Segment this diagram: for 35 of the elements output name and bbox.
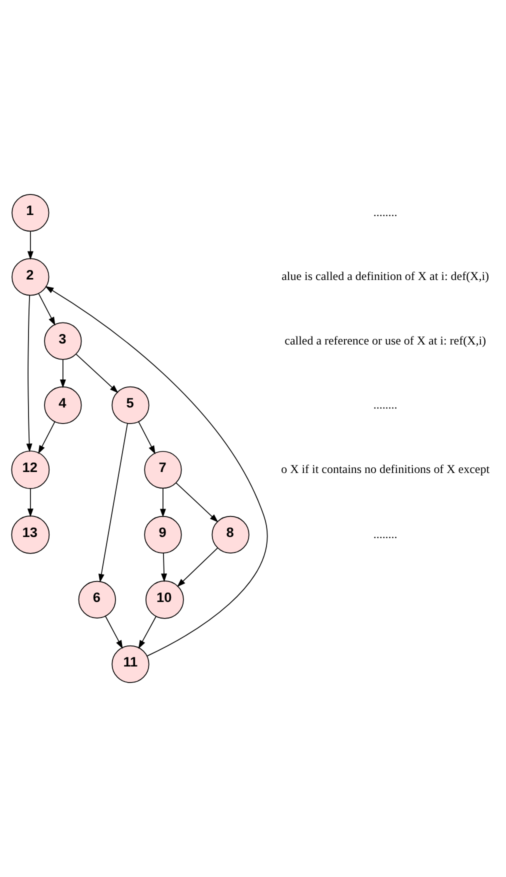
node-circle: 9 — [144, 516, 182, 554]
label: alue is called a definition of X at i: def(X,i) — [282, 269, 490, 284]
node-circle: 10 — [146, 580, 184, 619]
arrow — [45, 286, 268, 656]
arrow — [161, 552, 168, 582]
arrow — [176, 548, 218, 588]
node-circle: 5 — [112, 386, 150, 424]
arrow — [98, 423, 128, 583]
node-circle: 2 — [12, 258, 50, 296]
node-circle: 13 — [11, 516, 50, 554]
arrow — [38, 422, 56, 454]
label: ........ — [373, 204, 398, 219]
node-circle: 3 — [44, 322, 82, 360]
label: ........ — [373, 526, 398, 541]
arrow — [26, 295, 32, 452]
arrow — [176, 482, 218, 522]
node-circle: 1 — [12, 194, 50, 232]
node-circle: 12 — [11, 450, 50, 489]
arrow — [27, 488, 34, 518]
node-circle: 11 — [112, 645, 150, 683]
node-circle: 6 — [78, 580, 116, 618]
node-circle: 8 — [212, 516, 250, 554]
arrow — [60, 359, 66, 388]
label: called a reference or use of X at i: ref(X,i) — [284, 333, 486, 348]
label: o X if it contains no definitions of X except — [281, 462, 490, 476]
label: ........ — [373, 397, 398, 412]
arrow — [27, 230, 34, 260]
arrow — [38, 293, 56, 326]
arrow — [105, 616, 123, 649]
arrow — [76, 354, 118, 394]
arrow — [138, 616, 156, 649]
node-circle: 7 — [144, 450, 182, 489]
arrow — [160, 488, 166, 518]
node-circle: 4 — [44, 386, 82, 424]
arrow — [138, 422, 156, 454]
